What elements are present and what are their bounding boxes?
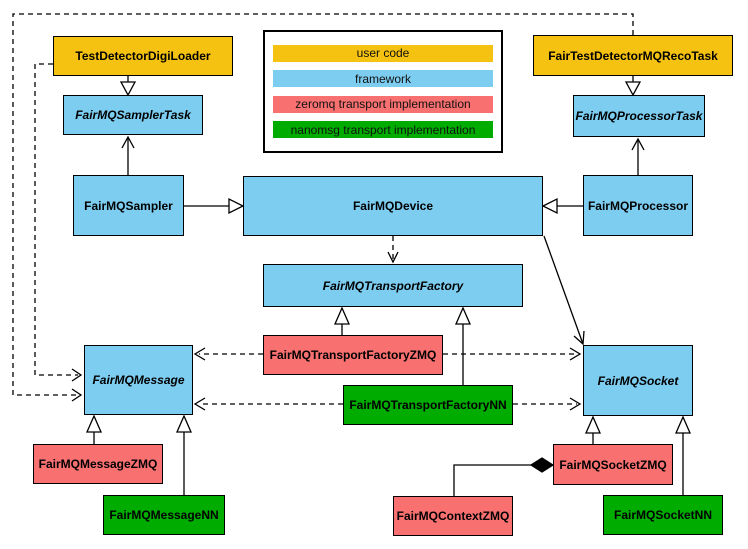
edge-messagezmq-message [86,414,102,444]
edge-device-transportfactory [387,236,399,264]
node-fairmqmessage: FairMQMessage [84,345,193,415]
node-fairmqmessagenn: FairMQMessageNN [103,495,225,535]
node-fairmqcontextzmq: FairMQContextZMQ [393,496,513,536]
edge-tfzmq-message [193,347,263,361]
node-fairmqsocketnn: FairMQSocketNN [603,495,723,535]
edge-recotask-message [12,13,634,402]
node-fairmqtransportfactoryzmq: FairMQTransportFactoryZMQ [263,335,443,375]
node-fairtestdetectormqrecotask: FairTestDetectorMQRecoTask [533,35,733,76]
node-fairmqsocketzmq: FairMQSocketZMQ [553,444,673,485]
node-fairmqmessagezmq: FairMQMessageZMQ [33,444,163,484]
node-fairmqtransportfactorynn: FairMQTransportFactoryNN [343,385,513,425]
node-fairmqprocessortask: FairMQProcessorTask [573,95,705,137]
legend-swatch-framework: framework [273,70,493,88]
edge-tfnn-transportfactory [455,306,471,385]
legend-swatch-user-code: user code [273,44,493,62]
legend-swatch-zeromq: zeromq transport implementation [273,95,493,113]
edge-recotask-processortask [624,76,642,97]
edge-device-socket [543,235,585,346]
edge-tfnn-message [193,397,343,411]
node-fairmqsocket: FairMQSocket [583,345,693,416]
edge-socketzmq-socket [585,415,601,444]
legend-label-nanomsg: nanomsg transport implementation [290,122,476,137]
edge-processor-processortask [631,137,645,175]
legend-label-framework: framework [354,71,411,86]
node-fairmqdevice: FairMQDevice [243,176,543,236]
edge-tfnn-socket [513,397,582,411]
edge-digiloader-samplertask [119,76,137,97]
edge-tfzmq-transportfactory [334,306,350,335]
legend-swatch-nanomsg: nanomsg transport implementation [273,121,493,139]
edge-messagenn-message [176,414,192,495]
edge-digiloader-message [34,63,83,382]
edge-sampler-device [184,197,245,215]
legend: user code framework zeromq transport imp… [263,30,503,153]
edge-sampler-samplertask [121,135,135,175]
edge-contextzmq-socketzmq [453,457,555,496]
edge-socketnn-socket [675,415,691,495]
node-fairmqtransportfactory: FairMQTransportFactory [263,264,523,307]
edge-tfzmq-socket [443,347,582,361]
node-fairmqsampler: FairMQSampler [73,175,184,236]
legend-label-user-code: user code [356,46,410,61]
node-testdetectordigiloader: TestDetectorDigiLoader [53,36,233,76]
node-fairmqsamplertask: FairMQSamplerTask [63,95,203,135]
edge-processor-device [541,197,583,215]
node-fairmqprocessor: FairMQProcessor [583,175,693,236]
legend-label-zeromq: zeromq transport implementation [295,97,471,112]
